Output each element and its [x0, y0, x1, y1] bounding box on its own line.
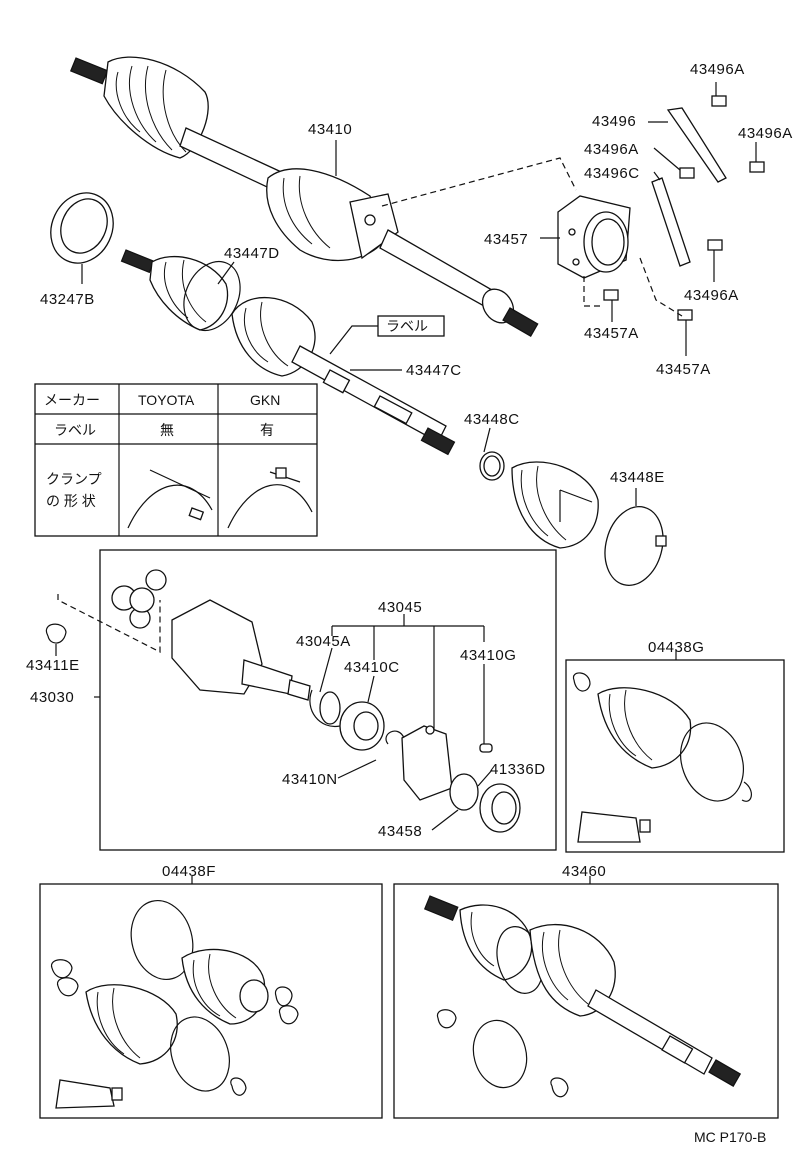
label-43410C: 43410C [344, 659, 400, 676]
dashed-guide-line [639, 257, 683, 317]
boot-clamp-43448C[interactable] [479, 451, 505, 481]
label-43447C: 43447C [406, 362, 462, 379]
table-toyota-label-value: 無 [160, 422, 174, 438]
label-43410: 43410 [308, 121, 352, 138]
label-43410G: 43410G [460, 647, 516, 664]
label-43496A-low: 43496A [684, 287, 739, 304]
label-43447D: 43447D [224, 245, 280, 262]
dashed-guide-line [381, 157, 577, 207]
label-04438F: 04438F [162, 863, 216, 880]
inner-boot-shaft-assembly[interactable] [120, 249, 456, 456]
leader-lines [55, 82, 757, 884]
inner-joint-group-box [99, 549, 557, 851]
boot-kit-04438F-box [39, 883, 383, 1119]
boot-kit-04438G-box [565, 659, 785, 853]
bearing-43410C[interactable] [339, 701, 385, 751]
table-row-clamp-line2: の 形 状 [46, 493, 96, 509]
part-number-labels: 43410 43247B 43447D 43447C ラベル 43496A 43… [26, 61, 793, 1145]
maker-spec-table [34, 383, 318, 537]
label-43457: 43457 [484, 231, 528, 248]
dashed-guide-line [583, 276, 604, 307]
label-43496C: 43496C [584, 165, 640, 182]
drive-shaft-assembly-43410[interactable] [69, 56, 539, 337]
label-43411E: 43411E [26, 657, 80, 674]
inner-joint-housing[interactable] [171, 599, 311, 701]
boot-kit-04438F[interactable] [51, 894, 299, 1109]
label-43496: 43496 [592, 113, 636, 130]
table-row-clamp-line1: クランプ [46, 471, 102, 487]
diagram-code: MC P170-B [694, 1129, 766, 1145]
pin-43410G[interactable] [479, 743, 493, 753]
group-43045-leader-lines [319, 614, 493, 831]
table-header-toyota: TOYOTA [138, 392, 195, 408]
label-43247B: 43247B [40, 291, 95, 308]
label-43460: 43460 [562, 863, 606, 880]
bolts[interactable] [603, 95, 765, 321]
bearing-bracket-43458[interactable] [401, 725, 453, 801]
label-43496A-mid: 43496A [584, 141, 639, 158]
outer-joint-assembly-43460[interactable] [423, 895, 742, 1098]
boot-clamp-43448E[interactable] [597, 500, 672, 592]
label-43496A-top: 43496A [690, 61, 745, 78]
label-43448C: 43448C [464, 411, 520, 428]
label-43045: 43045 [378, 599, 422, 616]
label-43045A: 43045A [296, 633, 351, 650]
table-header-gkn: GKN [250, 392, 280, 408]
bearing-bracket-43457[interactable] [557, 195, 631, 279]
tripod-joint[interactable] [111, 569, 167, 629]
inboard-boot[interactable] [511, 461, 599, 549]
label-tag-callout [329, 315, 445, 355]
table-row-label: ラベル [54, 422, 96, 438]
snap-ring-43045A[interactable] [309, 689, 341, 728]
circlip-43411E[interactable] [45, 623, 67, 644]
snap-ring-43410N[interactable] [385, 730, 405, 745]
label-43030: 43030 [30, 689, 74, 706]
label-41336D: 41336D [490, 761, 546, 778]
boot-kit-04438G[interactable] [572, 672, 753, 843]
table-gkn-label-value: 有 [260, 422, 274, 438]
label-43458: 43458 [378, 823, 422, 840]
table-header-maker: メーカー [44, 392, 100, 408]
table-text: メーカー TOYOTA GKN ラベル 無 有 クランプ の 形 状 [44, 392, 280, 509]
label-tag-text: ラベル [386, 318, 428, 334]
label-43448E: 43448E [610, 469, 665, 486]
label-43457A-right: 43457A [656, 361, 711, 378]
dashed-guide-line [57, 594, 161, 653]
stay-plates-43496[interactable] [651, 107, 727, 267]
label-04438G: 04438G [648, 639, 704, 656]
label-43496A-right: 43496A [738, 125, 793, 142]
retainer-41336D[interactable] [449, 773, 521, 833]
outer-joint-assembly-43460-box [393, 883, 779, 1119]
label-43457A-left: 43457A [584, 325, 639, 342]
dust-ring-43247B[interactable] [40, 183, 125, 274]
label-43410N: 43410N [282, 771, 338, 788]
